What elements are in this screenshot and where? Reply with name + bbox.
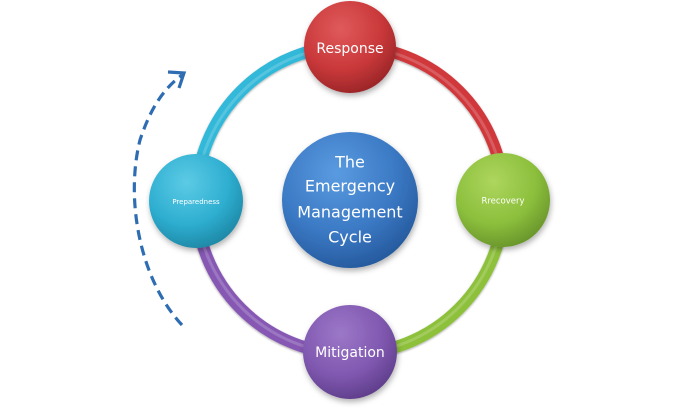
center-text-line-2: Emergency [305,177,395,196]
center-text-line-4: Cycle [328,228,372,247]
flow-arrow-head-icon [167,70,187,89]
recovery-circle [456,153,550,247]
mitigation-circle [303,305,397,399]
recovery-label: Rrecovery [481,197,524,207]
node-recovery: Rrecovery [456,153,550,247]
response-label: Response [316,41,383,57]
node-preparedness: Preparedness [149,154,243,248]
node-mitigation: Mitigation [303,305,397,399]
preparedness-circle [149,154,243,248]
dashed-flow-arrow-icon [132,73,184,327]
response-circle [304,1,396,93]
center-text-line-1: The [334,153,365,172]
mitigation-label: Mitigation [315,345,385,361]
center-text-line-3: Management [297,203,402,222]
preparedness-label: Preparedness [172,198,220,206]
center-circle [282,132,418,268]
node-response: Response [304,1,396,93]
center-node: The Emergency Management Cycle [282,132,418,268]
